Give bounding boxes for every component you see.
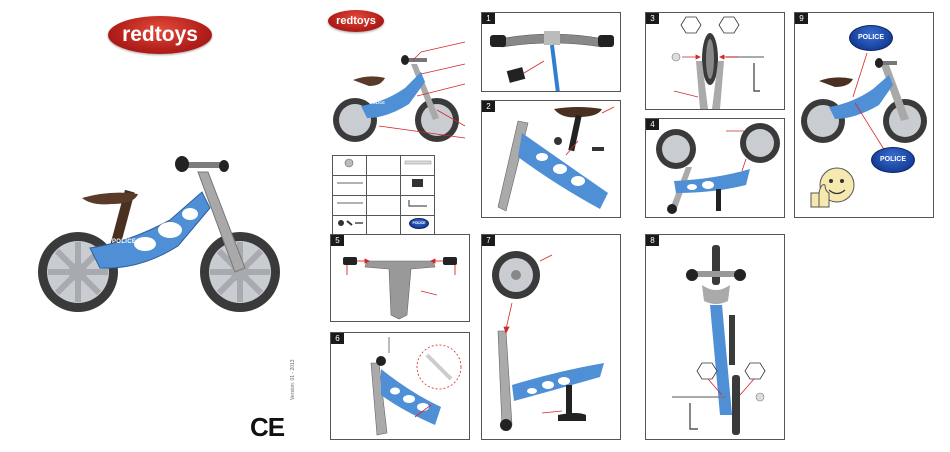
overview-police-label: POLICE [370, 100, 385, 105]
step-1-illustration [482, 13, 621, 92]
front-wheel [200, 232, 280, 312]
part-empty-cell [367, 156, 401, 176]
part-long-bolt-cell [333, 176, 367, 196]
hex-wrench-icon-bottom-right [745, 363, 765, 379]
redtoys-logo-text: redtoys [122, 23, 198, 46]
overview-logo: redtoys [328, 10, 384, 32]
part-bolt-cell [333, 196, 367, 216]
police-sticker-bottom-text: POLICE [880, 156, 906, 163]
part-empty-cell-3 [367, 196, 401, 216]
part-nut-cell [333, 156, 367, 176]
part-empty-cell-2 [367, 176, 401, 196]
step-3-panel: 3 [645, 12, 785, 110]
step-8-panel: 8 [645, 234, 785, 440]
parts-police-sticker: POLICE [409, 218, 429, 229]
step-9-number: 9 [795, 13, 808, 24]
step-6-panel: 6 [330, 332, 470, 440]
step-1-panel: 1 [481, 12, 621, 92]
rear-wheel [38, 232, 118, 312]
parts-list-table: POLICE [332, 155, 435, 236]
step-2-panel: 2 [481, 100, 621, 218]
step-8-illustration [646, 235, 785, 440]
parts-police-sticker-text: POLICE [412, 221, 425, 225]
step-7-panel: 7 [481, 234, 621, 440]
redtoys-logo: redtoys [108, 16, 212, 54]
part-allen-key-cell [401, 196, 435, 216]
step-6-illustration [331, 333, 470, 440]
part-axle-rod-cell [401, 156, 435, 176]
police-sticker-top-text: POLICE [858, 34, 884, 41]
part-empty-cell-4 [367, 216, 401, 236]
step-4-illustration [646, 119, 785, 218]
cover-bike-image [30, 150, 300, 320]
cover-page: redtoys [0, 0, 318, 452]
ce-mark: CE [250, 412, 284, 443]
step-7-illustration [482, 235, 621, 440]
step-9-panel: 9 POLICE POLICE [794, 12, 934, 218]
police-sticker-top: POLICE [849, 25, 893, 51]
part-clamp-cell [401, 176, 435, 196]
part-small-parts-cell [333, 216, 367, 236]
thumbs-up-smiley-icon [807, 163, 857, 213]
hex-wrench-icon-right [719, 17, 739, 33]
overview-bike-diagram [325, 38, 475, 148]
part-sticker-cell: POLICE [401, 216, 435, 236]
hex-wrench-icon-bottom-left [697, 363, 717, 379]
step-2-illustration [482, 101, 621, 218]
step-5-panel: 5 [330, 234, 470, 322]
step-5-illustration [331, 235, 470, 322]
police-sticker-bottom: POLICE [871, 147, 915, 173]
step-9-bike-illustration [795, 53, 934, 153]
step-3-illustration [646, 13, 785, 110]
step-4-panel: 4 [645, 118, 785, 218]
overview-logo-text: redtoys [336, 15, 376, 27]
version-note: Version: 01 - 2013 [290, 359, 296, 400]
cover-police-decal: POLICE [112, 239, 136, 245]
hex-wrench-icon-left [681, 17, 701, 33]
